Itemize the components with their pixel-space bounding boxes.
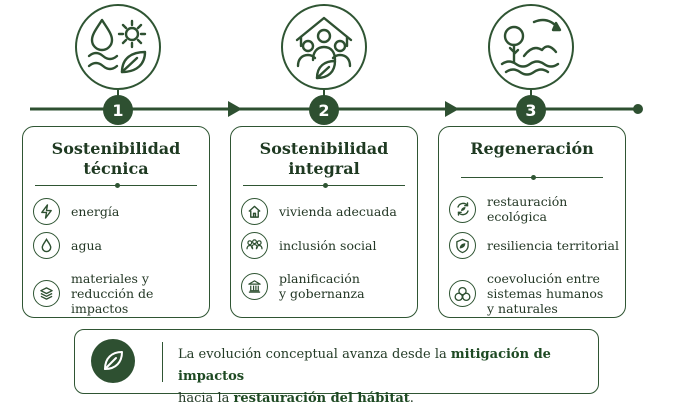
list-item: agua <box>33 232 203 259</box>
item-label: agua <box>71 238 102 253</box>
item-label: vivienda adecuada <box>279 204 397 219</box>
highlight-restoration: restauración del hábitat <box>233 391 410 406</box>
landscape-cycle-icon <box>488 4 574 90</box>
card-divider-dot <box>323 183 328 188</box>
card-title: Sostenibilidad técnica <box>51 139 181 178</box>
list-item: vivienda adecuada <box>241 198 411 225</box>
item-label: energía <box>71 204 120 219</box>
list-item: materiales y reducción de impactos <box>33 271 203 316</box>
item-label: restauración ecológica <box>487 194 568 224</box>
card-title: Regeneración <box>470 139 594 158</box>
list-item: energía <box>33 198 203 225</box>
stage-card-2: Sostenibilidad integral vivienda adecuad… <box>230 126 418 318</box>
shield-leaf-icon <box>449 232 476 259</box>
list-item: inclusión social <box>241 232 411 259</box>
stage-badge-3: 3 <box>516 95 546 125</box>
layers-icon <box>33 280 60 307</box>
list-item: restauración ecológica <box>449 194 619 224</box>
item-label: coevolución entre sistemas humanos y nat… <box>487 271 604 316</box>
water-gear-leaf-icon <box>75 4 161 90</box>
timeline-arrow-1 <box>228 101 242 117</box>
water-drop-icon <box>33 232 60 259</box>
list-item: coevolución entre sistemas humanos y nat… <box>449 271 619 316</box>
stage-card-1: Sostenibilidad técnica energía agua mate… <box>22 126 210 318</box>
timeline-end-dot <box>633 104 643 114</box>
stage-badge-2: 2 <box>309 95 339 125</box>
leaf-icon <box>91 339 135 383</box>
conclusion-divider <box>162 342 163 382</box>
timeline-arrow-2 <box>445 101 459 117</box>
item-label: inclusión social <box>279 238 377 253</box>
house-icon <box>241 198 268 225</box>
card-divider-dot <box>531 175 536 180</box>
stage-badge-1: 1 <box>103 95 133 125</box>
card-title: Sostenibilidad integral <box>259 139 389 178</box>
stage-card-3: Regeneración restauración ecológica resi… <box>438 126 626 318</box>
conclusion-text: La evolución conceptual avanza desde la … <box>178 347 551 406</box>
people-group-icon <box>241 232 268 259</box>
list-item: resiliencia territorial <box>449 232 619 259</box>
highlight-mitigation: mitigación de impactos <box>178 347 551 384</box>
item-label: resiliencia territorial <box>487 238 619 253</box>
lightning-icon <box>33 198 60 225</box>
recycle-leaf-icon <box>449 195 476 223</box>
community-house-icon <box>281 4 367 90</box>
item-label: materiales y reducción de impactos <box>71 271 154 316</box>
item-label: planificación y gobernanza <box>279 271 365 301</box>
card-divider-dot <box>115 183 120 188</box>
government-building-icon <box>241 272 268 300</box>
interlocking-circles-icon <box>449 280 476 307</box>
list-item: planificación y gobernanza <box>241 271 411 301</box>
conclusion-box: La evolución conceptual avanza desde la … <box>74 329 599 406</box>
